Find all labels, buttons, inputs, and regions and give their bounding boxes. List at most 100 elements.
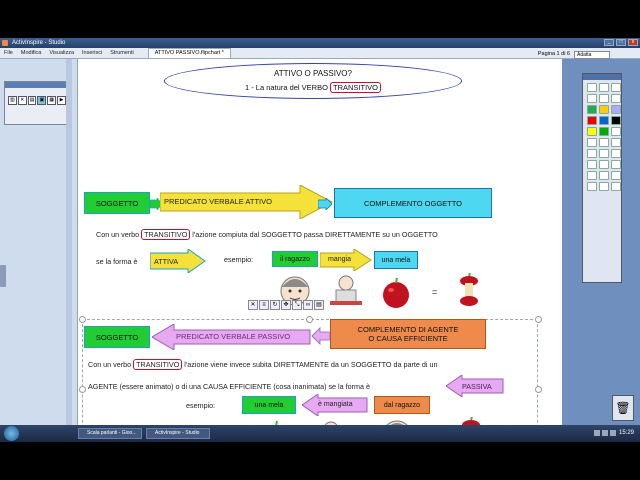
eraser-icon[interactable] <box>611 105 621 114</box>
boy-face-image[interactable] <box>278 273 312 307</box>
active-form-arrow[interactable] <box>150 249 206 273</box>
color-blue-swatch[interactable] <box>599 116 609 125</box>
selection-handle[interactable] <box>306 316 313 323</box>
selection-handle[interactable] <box>535 386 542 393</box>
active-predicate-arrow[interactable] <box>160 185 334 219</box>
profiles-icon[interactable] <box>599 83 609 92</box>
active-example-word-1[interactable]: il ragazzo <box>272 251 318 267</box>
panel-collapse-handle[interactable] <box>0 265 6 287</box>
menu-icon[interactable]: ≡ <box>259 300 269 310</box>
close-button[interactable]: x <box>628 39 638 46</box>
active-object-box[interactable]: COMPLEMENTO OGGETTO <box>334 188 492 218</box>
passive-example-word-3[interactable]: dal ragazzo <box>374 396 430 414</box>
camera-icon[interactable] <box>599 182 609 191</box>
apple-image[interactable] <box>380 277 412 309</box>
color-white-swatch[interactable] <box>611 127 621 136</box>
reset-icon[interactable] <box>611 171 621 180</box>
passive-subject-box[interactable]: SOGGETTO <box>84 326 150 348</box>
active-example-word-3[interactable]: una mela <box>374 251 418 269</box>
layer-icon[interactable]: ▤ <box>314 300 324 310</box>
main-menu-icon[interactable] <box>587 83 597 92</box>
resources-icon[interactable]: ▤ <box>27 96 37 105</box>
taskbar-task-1[interactable]: Scala parlanti - Gioo... <box>78 428 142 439</box>
active-sentence: Con un verbo TRANSITIVO l'azione compiut… <box>96 229 438 240</box>
tools-icon[interactable] <box>587 182 597 191</box>
new-page-icon[interactable] <box>611 94 621 103</box>
color-green-swatch[interactable] <box>599 127 609 136</box>
active-subject-box[interactable]: SOGGETTO <box>84 192 150 214</box>
passive-predicate-arrow[interactable] <box>152 324 312 350</box>
start-button[interactable] <box>4 426 19 441</box>
toolbox-grid <box>583 80 621 194</box>
clock[interactable]: 15:29 <box>618 430 634 436</box>
resize-icon[interactable]: ⤡ <box>292 300 302 310</box>
menu-file[interactable]: File <box>4 50 13 56</box>
play-icon[interactable]: ▶ <box>57 96 66 105</box>
passive-example-arrow[interactable] <box>302 394 368 416</box>
link-icon[interactable]: ∞ <box>303 300 313 310</box>
menu-strumenti[interactable]: Strumenti <box>110 50 134 56</box>
menu-visualizza[interactable]: Visualizza <box>49 50 75 56</box>
active-example-arrow[interactable] <box>320 249 372 271</box>
passive-sentence-prefix: Con un verbo <box>88 360 134 369</box>
left-panel: ▥ ✕ ▤ ▣ ▦ ▶ <box>0 59 78 434</box>
title-ellipse[interactable]: ATTIVO O PASSIVO? 1 - La natura del VERB… <box>164 63 462 99</box>
passive-example-word-1[interactable]: una mela <box>242 396 296 414</box>
page-subtitle: 1 - La natura del VERBO TRANSITIVO <box>165 82 461 93</box>
close-icon[interactable]: ✕ <box>17 96 27 105</box>
browser-toolbox: ▥ ✕ ▤ ▣ ▦ ▶ <box>4 81 70 125</box>
color-yellow-swatch[interactable] <box>587 127 597 136</box>
color-red-swatch[interactable] <box>587 116 597 125</box>
apple-core-image[interactable] <box>456 273 482 309</box>
volume-icon[interactable] <box>602 430 608 436</box>
clear-icon[interactable] <box>611 160 621 169</box>
menu-inserisci[interactable]: Inserisci <box>82 50 103 56</box>
active-predicate-label: PREDICATO VERBALE ATTIVO <box>164 197 272 206</box>
pages-icon[interactable] <box>611 83 621 92</box>
zoom-select[interactable]: Adatta <box>574 50 610 59</box>
subtitle-prefix: 1 - La natura del VERBO <box>244 83 331 92</box>
taskbar-task-2[interactable]: ActivInspire - Studio <box>146 428 210 439</box>
minimize-button[interactable]: _ <box>604 39 614 46</box>
shape-icon[interactable] <box>587 149 597 158</box>
battery-icon[interactable] <box>610 430 616 436</box>
magic-ink-icon[interactable] <box>599 160 609 169</box>
network-icon[interactable] <box>594 430 600 436</box>
document-tab[interactable]: ATTIVO PASSIVO.flipchart * <box>147 48 231 58</box>
browser-toolbox-header[interactable] <box>5 82 69 88</box>
pen-icon[interactable] <box>587 105 597 114</box>
redo-icon[interactable] <box>599 171 609 180</box>
passive-form-arrow[interactable] <box>446 375 504 397</box>
select-icon[interactable] <box>587 138 597 147</box>
toolbox-header[interactable] <box>583 74 621 80</box>
passive-sentence-line2: AGENTE (essere animato) o di una CAUSA E… <box>88 382 371 391</box>
passive-sentence: Con un verbo TRANSITIVO l'azione viene i… <box>88 359 437 370</box>
close-icon[interactable]: ✕ <box>248 300 258 310</box>
selection-handle[interactable] <box>79 316 86 323</box>
desktop-icon[interactable] <box>611 182 621 191</box>
menu-modifica[interactable]: Modifica <box>20 50 42 56</box>
connector-icon[interactable] <box>599 149 609 158</box>
prev-page-icon[interactable] <box>587 94 597 103</box>
pages-browser-icon[interactable]: ▥ <box>8 96 17 105</box>
move-icon[interactable]: ✥ <box>281 300 291 310</box>
boy-eating-image[interactable] <box>330 273 362 307</box>
delete-icon[interactable] <box>611 138 621 147</box>
selection-handle[interactable] <box>79 386 86 393</box>
maximize-button[interactable]: □ <box>616 39 626 46</box>
highlighter-icon[interactable] <box>599 105 609 114</box>
undo-icon[interactable] <box>587 171 597 180</box>
next-page-icon[interactable] <box>599 94 609 103</box>
text-icon[interactable] <box>611 149 621 158</box>
color-black-swatch[interactable] <box>611 116 621 125</box>
notes-icon[interactable]: ▦ <box>47 96 57 105</box>
selection-handle[interactable] <box>535 316 542 323</box>
flipchart-page[interactable]: ATTIVO O PASSIVO? 1 - La natura del VERB… <box>78 59 562 442</box>
rotate-icon[interactable]: ↻ <box>270 300 280 310</box>
fill-icon[interactable] <box>587 160 597 169</box>
screen: ActivInspire - Studio _ □ x File Modific… <box>0 38 640 442</box>
move-icon[interactable] <box>599 138 609 147</box>
objects-browser-icon[interactable]: ▣ <box>37 96 47 105</box>
trash-icon[interactable]: 🗑 <box>612 395 634 421</box>
passive-agent-box[interactable]: COMPLEMENTO DI AGENTE O CAUSA EFFICIENTE <box>330 319 486 349</box>
